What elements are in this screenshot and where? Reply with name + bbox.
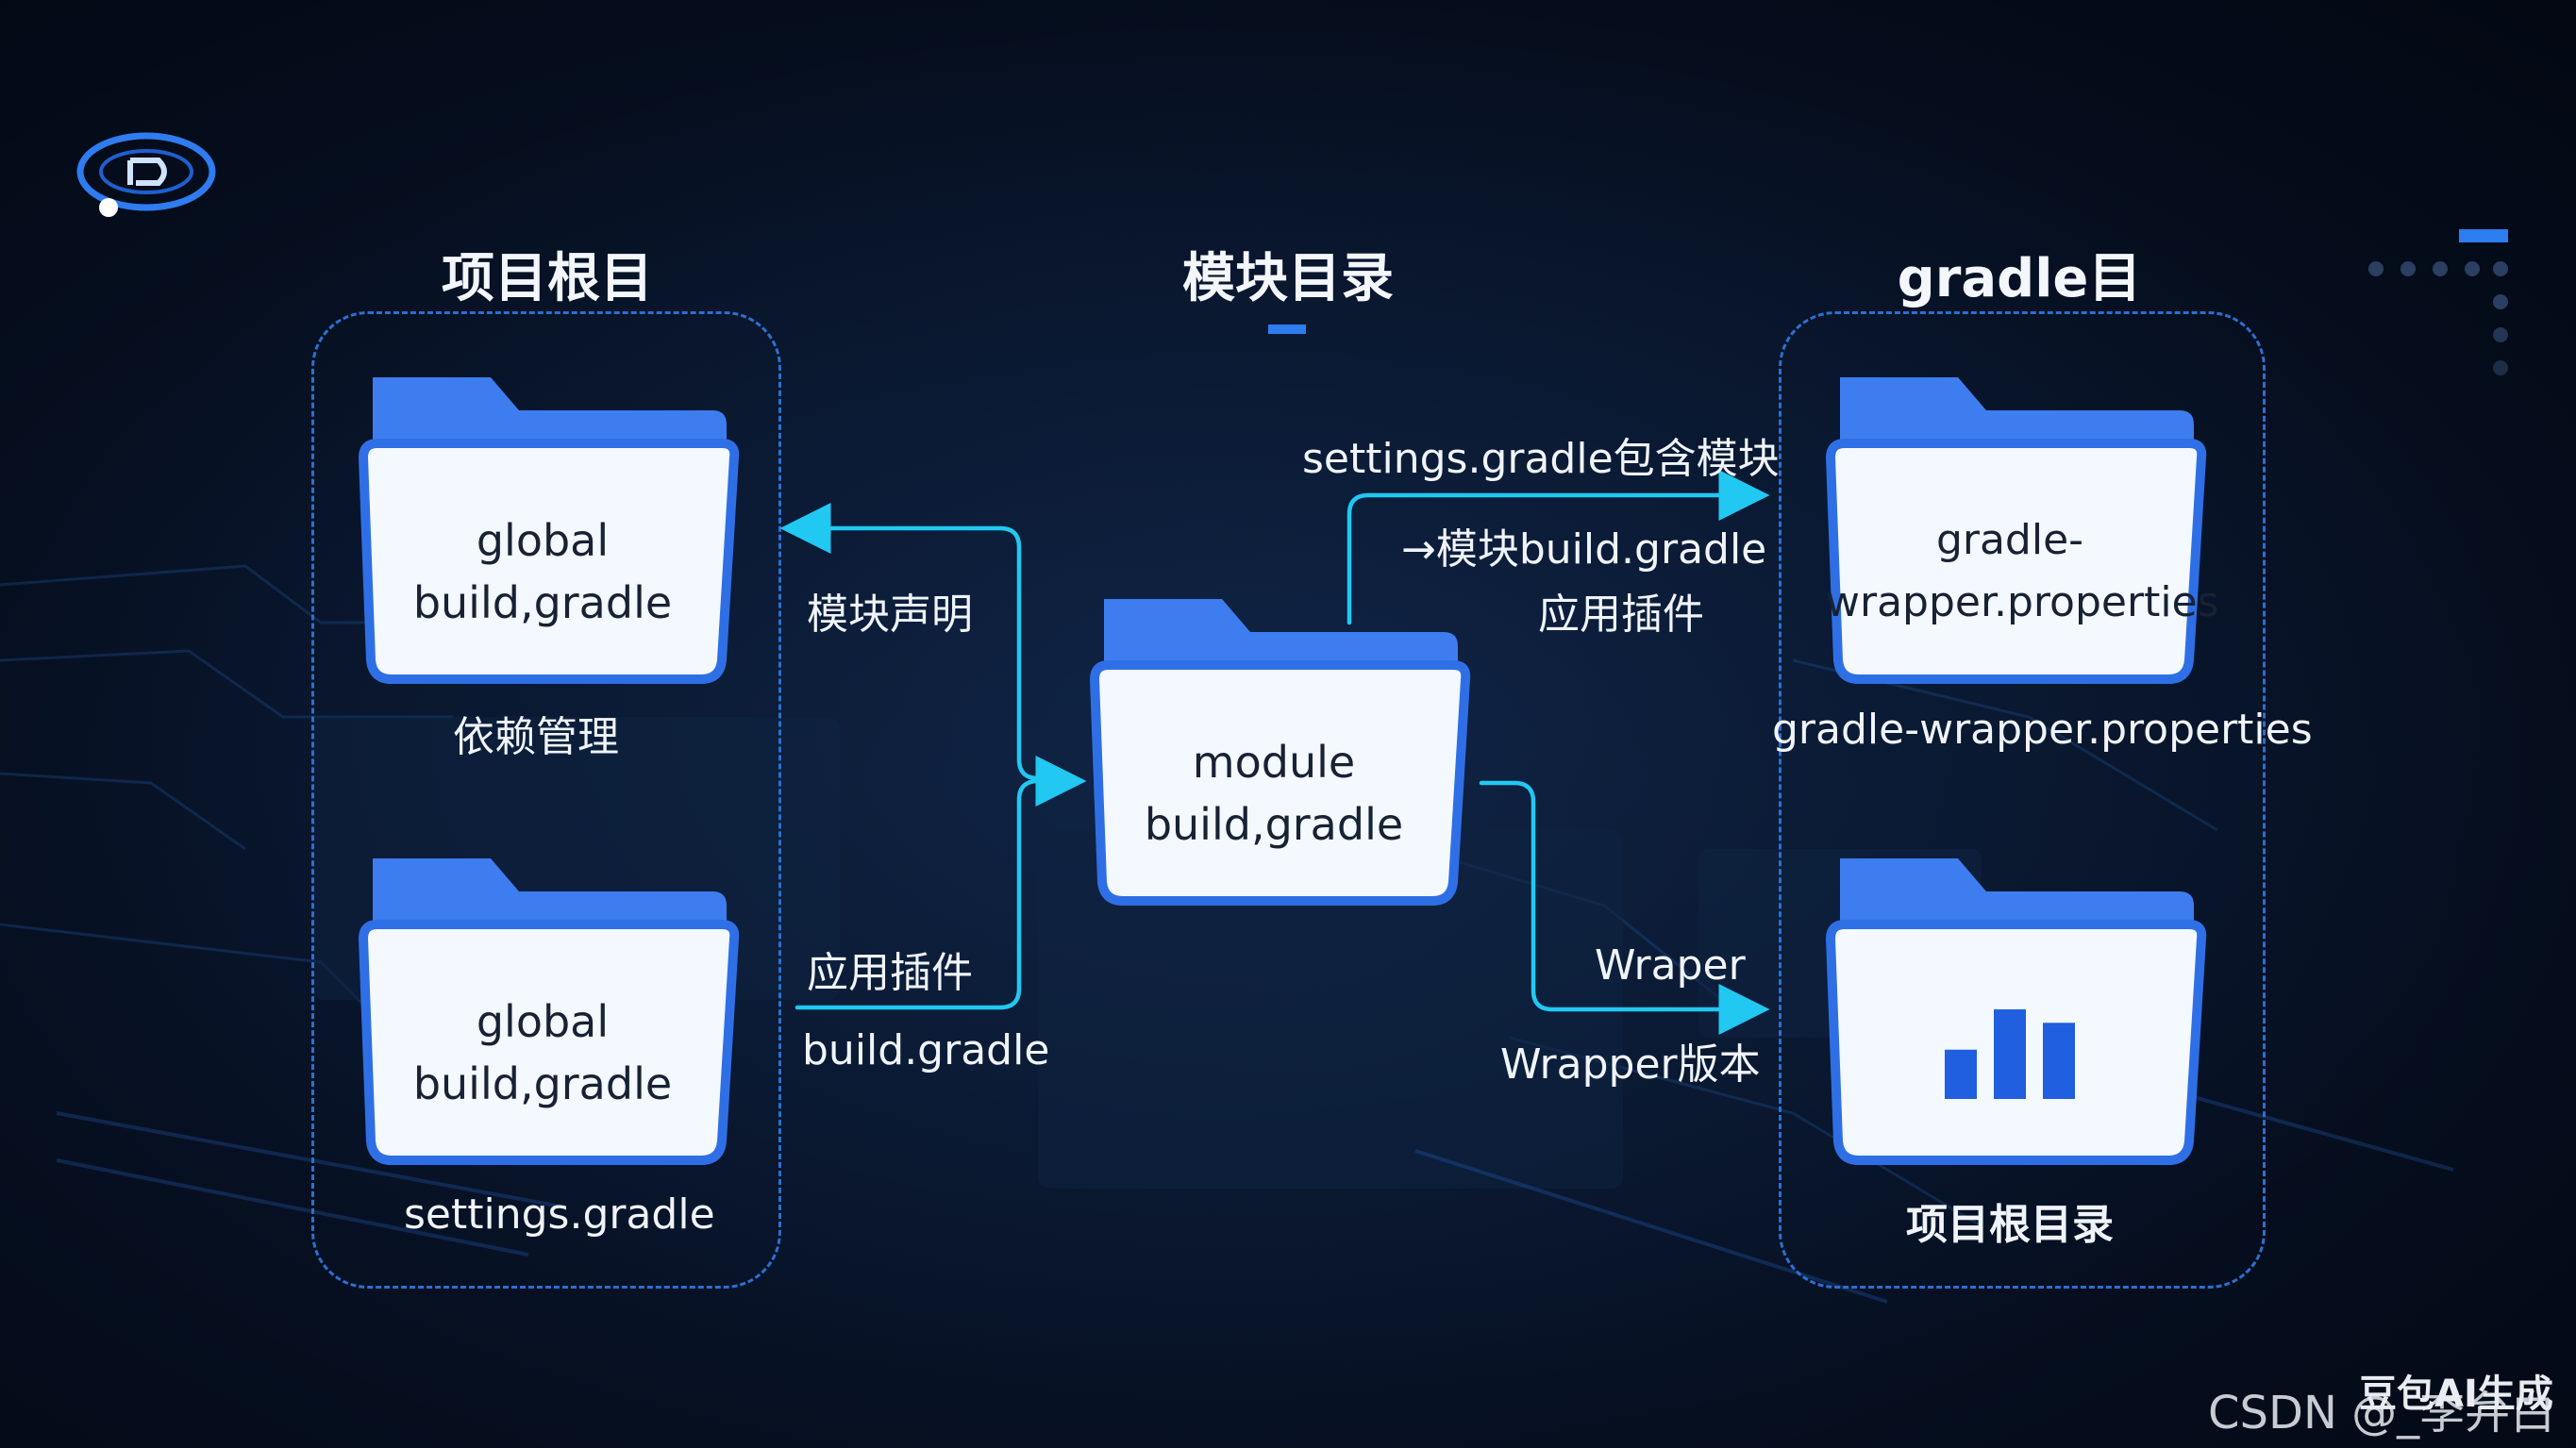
edge-label-module-declare: 模块声明 — [807, 591, 973, 639]
folder-global-build-bottom[interactable]: global build,gradle — [340, 849, 745, 1170]
folder-icon — [1089, 599, 1471, 906]
heading-project-root: 项目根目 — [442, 248, 653, 309]
edge-label-module-build-gradle: →模块build.gradle — [1401, 525, 1767, 574]
folder-project-root-chart[interactable] — [1807, 849, 2213, 1170]
caption-dependency-management: 依赖管理 — [453, 713, 619, 761]
edge-label-settings-includes: settings.gradle包含模块 — [1302, 435, 1780, 483]
folder-label: global build,gradle — [412, 996, 673, 1109]
folder-icon — [1825, 858, 2207, 1165]
heading-module-dir: 模块目录 — [1182, 248, 1394, 309]
caption-settings-gradle: settings.gradle — [404, 1190, 715, 1239]
folder-icon — [358, 858, 740, 1165]
edge-label-apply-plugin-right: 应用插件 — [1538, 591, 1704, 639]
folder-module-build[interactable]: module build,gradle — [1071, 590, 1477, 910]
edge-label-build-gradle: build.gradle — [802, 1026, 1050, 1074]
logo-icon — [76, 132, 216, 217]
edge-label-wrapper-version: Wrapper版本 — [1500, 1040, 1761, 1089]
gradle-dir-group — [1779, 311, 2266, 1289]
folder-icon — [1825, 377, 2207, 684]
edge-label-apply-plugin-left: 应用插件 — [807, 949, 973, 997]
edge-module-declare — [779, 503, 1079, 781]
edge-apply-plugin-left — [795, 756, 1087, 1010]
decorative-dots-icon — [2368, 229, 2508, 375]
edge-wrapper-version — [1479, 780, 1770, 1035]
caption-project-root-dir: 项目根目录 — [1906, 1201, 2114, 1249]
bar-0 — [1945, 1049, 1977, 1099]
watermark-ai: 豆包AI生成 — [2359, 1373, 2553, 1416]
edge-settings-includes — [1347, 470, 1770, 625]
folder-gradle-wrapper[interactable]: gradle- wrapper.properties — [1807, 368, 2219, 689]
project-root-group — [311, 311, 781, 1289]
folder-label: module build,gradle — [1144, 737, 1404, 850]
heading-gradle-dir: gradle目 — [1897, 248, 2142, 309]
bar-chart-icon — [1945, 1009, 2075, 1099]
bar-1 — [1994, 1009, 2026, 1099]
caption-gradle-wrapper-properties: gradle-wrapper.properties — [1772, 706, 2313, 754]
folder-icon — [358, 377, 740, 684]
heading-underline — [1268, 325, 1306, 334]
folder-label: gradle- wrapper.properties — [1826, 516, 2219, 626]
bar-2 — [2043, 1023, 2075, 1099]
edge-label-wraper: Wraper — [1595, 941, 1746, 990]
folder-global-build-top[interactable]: global build,gradle — [340, 368, 745, 689]
folder-label: global build,gradle — [412, 515, 673, 628]
watermark-csdn: CSDN @_李弁白 — [2208, 1387, 2556, 1440]
